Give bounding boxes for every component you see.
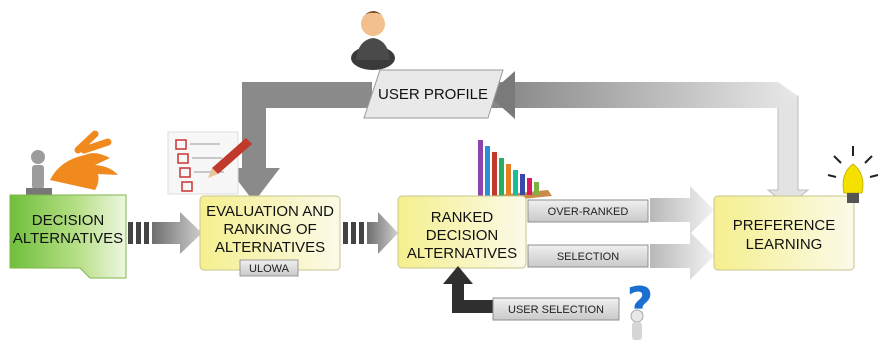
user-selection-arrow: USER SELECTION [443,266,620,321]
user-profile-box: USER PROFILE [363,69,504,119]
evaluation-ranking-box: EVALUATION AND RANKING OF ALTERNATIVES U… [199,195,341,277]
checklist-icon [167,131,252,195]
over-ranked-arrow: OVER-RANKED [527,186,714,234]
over-ranked-label: OVER-RANKED [548,206,629,218]
preference-line2: LEARNING [746,236,823,253]
selection-arrow: SELECTION [527,232,714,280]
preference-learning-box: PREFERENCE LEARNING [713,195,855,271]
user-avatar-icon [351,11,395,70]
preference-line1: PREFERENCE [733,217,836,234]
evaluation-line2: RANKING OF [223,221,316,238]
arrow-to-evaluation [128,212,202,254]
evaluation-line1: EVALUATION AND [206,203,334,220]
question-mark-icon: ? [627,277,654,340]
arrow-to-ranked [343,212,398,254]
evaluation-line3: ALTERNATIVES [215,239,325,256]
decision-alternatives-line1: DECISION [32,212,105,229]
user-selection-label: USER SELECTION [508,304,604,316]
user-profile-label: USER PROFILE [378,86,488,103]
thinker-figure-icon [26,130,118,196]
ranked-line2: DECISION [426,227,499,244]
decision-alternatives-line2: ALTERNATIVES [13,230,123,247]
bar-chart-icon [468,140,552,204]
selection-label: SELECTION [557,251,619,263]
feedback-loop-arrow [228,71,810,207]
ulowa-tag: ULOWA [249,263,290,275]
ranked-line3: ALTERNATIVES [407,245,517,262]
ranked-line1: RANKED [431,209,494,226]
lightbulb-icon [827,146,879,203]
decision-alternatives-box: DECISION ALTERNATIVES [9,194,127,279]
ranked-alternatives-box: RANKED DECISION ALTERNATIVES [397,195,527,269]
svg-text:?: ? [627,277,654,331]
